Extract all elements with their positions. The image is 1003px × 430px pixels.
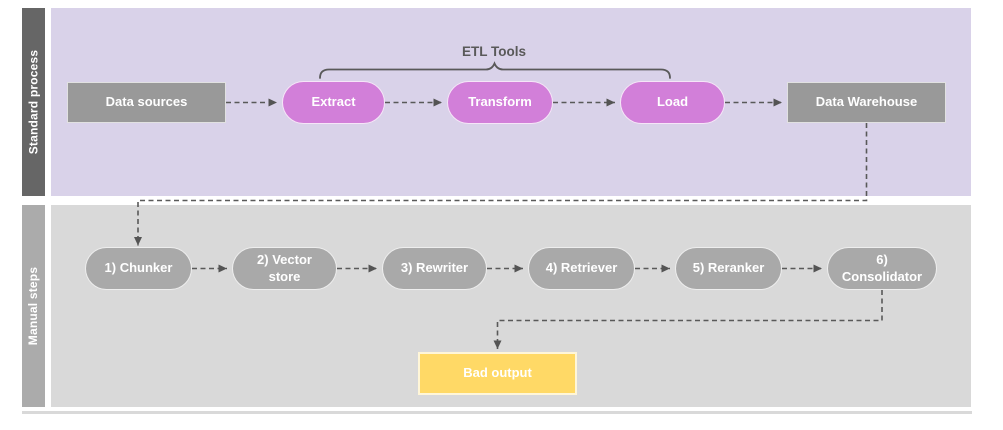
node-vector-store: 2) Vector store (232, 247, 337, 290)
node-transform: Transform (447, 81, 553, 124)
node-chunker-label: 1) Chunker (104, 260, 173, 276)
bottom-divider (22, 411, 972, 414)
node-transform-label: Transform (468, 94, 532, 110)
node-data-sources-label: Data sources (105, 94, 188, 110)
node-extract: Extract (282, 81, 385, 124)
node-bad-output-label: Bad output (463, 365, 532, 381)
node-retriever: 4) Retriever (528, 247, 635, 290)
node-rewriter-label: 3) Rewriter (400, 260, 469, 276)
node-extract-label: Extract (311, 94, 356, 110)
node-reranker: 5) Reranker (675, 247, 782, 290)
node-data-sources: Data sources (67, 82, 226, 123)
node-load: Load (620, 81, 725, 124)
node-data-warehouse-label: Data Warehouse (815, 94, 918, 110)
node-consolidator: 6) Consolidator (827, 247, 937, 290)
node-bad-output: Bad output (418, 352, 577, 395)
node-vector-store-label: 2) Vector store (257, 252, 312, 284)
etl-tools-label: ETL Tools (462, 44, 526, 59)
lane-header-manual-steps: Manual steps (22, 205, 45, 407)
lane-label-manual-steps: Manual steps (26, 266, 41, 346)
lane-header-standard-process: Standard process (22, 8, 45, 196)
node-chunker: 1) Chunker (85, 247, 192, 290)
node-rewriter: 3) Rewriter (382, 247, 487, 290)
node-load-label: Load (656, 94, 689, 110)
node-consolidator-label: 6) Consolidator (841, 252, 923, 284)
node-reranker-label: 5) Reranker (692, 260, 765, 276)
node-retriever-label: 4) Retriever (545, 260, 618, 276)
lane-label-standard-process: Standard process (26, 49, 41, 155)
node-data-warehouse: Data Warehouse (787, 82, 946, 123)
